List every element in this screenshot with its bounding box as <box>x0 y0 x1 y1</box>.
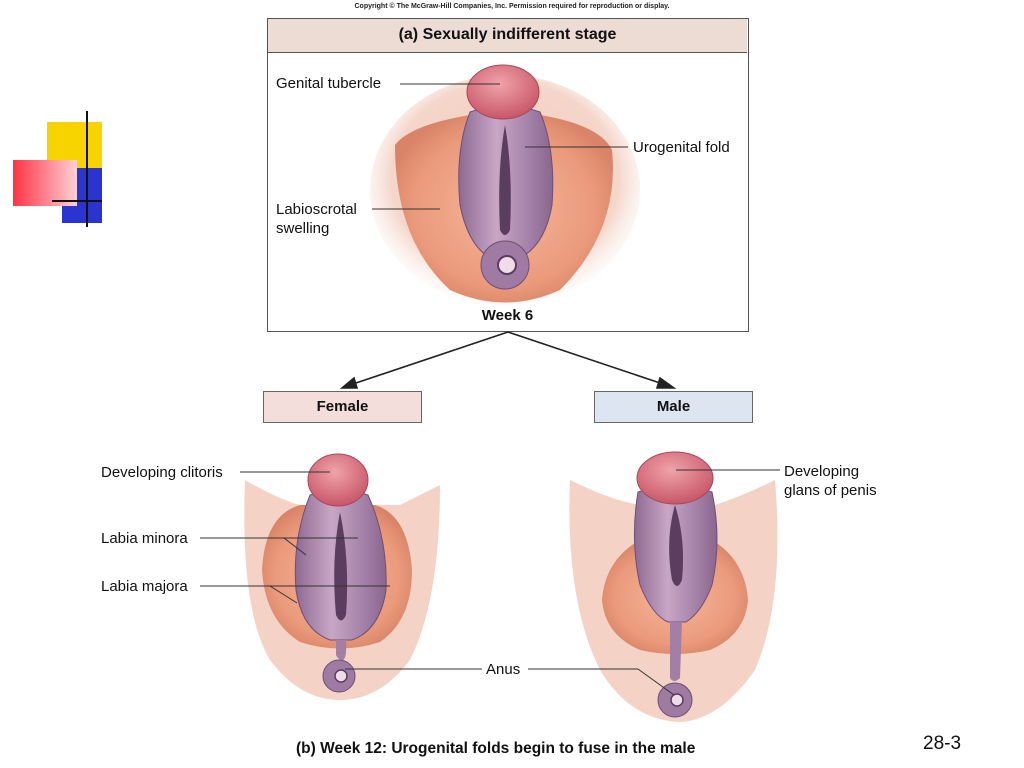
panel-b-caption: (b) Week 12: Urogenital folds begin to f… <box>296 740 696 757</box>
label-labia-majora: Labia majora <box>101 578 188 595</box>
label-labia-minora: Labia minora <box>101 530 188 547</box>
panel-a-header <box>268 19 747 53</box>
decorative-horizontal-line <box>52 200 102 202</box>
slide-number: 28-3 <box>923 733 962 754</box>
decorative-vertical-line <box>86 111 88 227</box>
label-glans-line2: glans of penis <box>784 482 877 499</box>
indifferent-stage-illustration <box>370 64 640 305</box>
label-labioscrotal-line2: swelling <box>276 220 330 237</box>
week-6-label: Week 6 <box>481 307 534 324</box>
female-illustration <box>244 453 440 700</box>
label-developing-clitoris: Developing clitoris <box>101 464 223 481</box>
female-branch-box: Female <box>263 391 422 423</box>
male-branch-box: Male <box>594 391 753 423</box>
label-anus: Anus <box>486 661 521 678</box>
panel-a-title: (a) Sexually indifferent stage <box>398 26 617 43</box>
label-glans-line1: Developing <box>784 463 860 480</box>
label-urogenital-fold: Urogenital fold <box>633 139 730 156</box>
male-illustration <box>569 451 778 722</box>
copyright-notice: Copyright © The McGraw-Hill Companies, I… <box>354 3 670 10</box>
label-genital-tubercle: Genital tubercle <box>276 75 382 92</box>
decorative-red-gradient-square <box>13 160 77 206</box>
label-labioscrotal-line1: Labioscrotal <box>276 201 357 218</box>
branch-arrows <box>339 331 677 389</box>
